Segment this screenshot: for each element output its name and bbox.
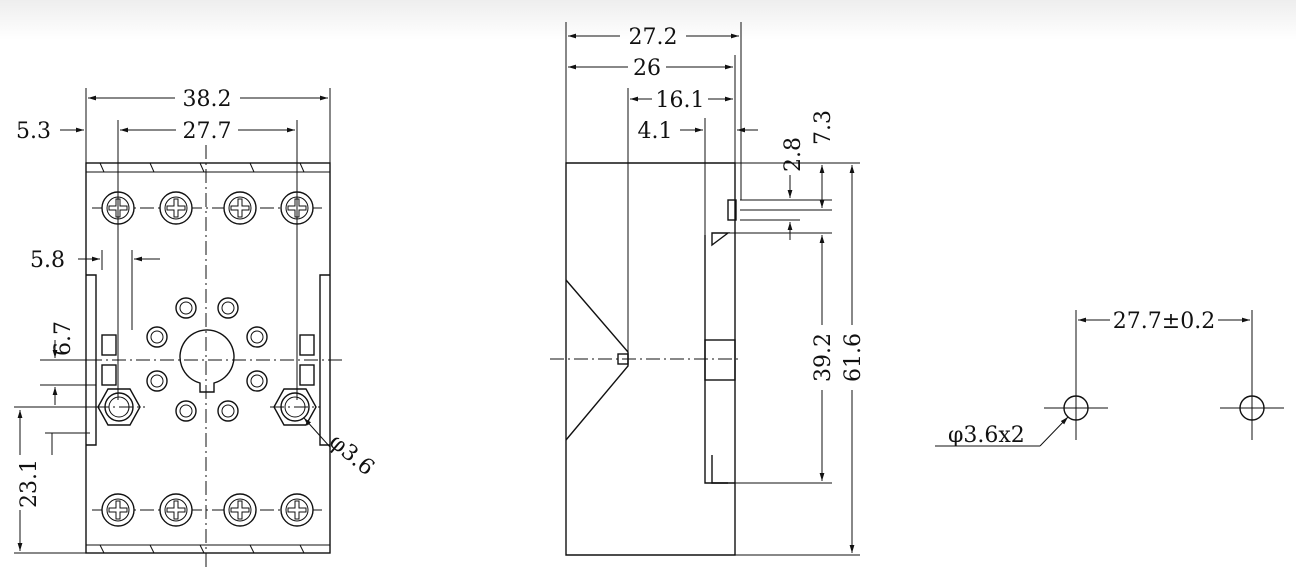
dim-total-depth: 27.2 xyxy=(629,25,678,50)
center-key-hole xyxy=(179,329,235,393)
dim-latch-depth: 16.1 xyxy=(656,88,705,113)
dim-body-depth: 26 xyxy=(633,56,661,81)
dim-rail-height: 39.2 xyxy=(811,333,836,382)
dim-slot-height: 6.7 xyxy=(51,321,76,356)
dim-side-offset: 5.3 xyxy=(16,119,51,144)
pin-socket-ring xyxy=(146,297,268,422)
mounting-pattern-view: 27.7±0.2 φ3.6x2 xyxy=(935,309,1284,448)
dim-tab-height: 2.8 xyxy=(781,137,806,172)
header-shade xyxy=(0,0,1296,40)
dim-holes: φ3.6x2 xyxy=(948,423,1025,448)
dim-rail-offset: 4.1 xyxy=(638,119,673,144)
side-view: 27.2 26 16.1 4.1 2.8 7.3 39.2 61.6 xyxy=(550,22,866,556)
mounting-hole xyxy=(273,388,317,426)
terminal-screw-icon xyxy=(159,493,193,527)
terminal-screw-icon xyxy=(280,493,314,527)
terminal-screw-icon xyxy=(223,191,257,225)
dim-hole-height: 23.1 xyxy=(17,459,42,508)
dim-slot-offset: 5.8 xyxy=(30,248,65,273)
dim-tab-offset: 7.3 xyxy=(811,110,836,145)
front-view: 38.2 27.7 5.3 5.8 6.7 23.1 φ3.6 xyxy=(14,87,379,568)
dim-overall-width: 38.2 xyxy=(183,87,232,112)
right-side-slot xyxy=(319,274,330,446)
front-body-outline xyxy=(85,162,331,554)
terminal-screw-icon xyxy=(159,191,193,225)
dim-pin-pitch: 27.7 xyxy=(183,119,232,144)
terminal-screw-icon xyxy=(223,493,257,527)
dim-hole-diameter: φ3.6 xyxy=(324,429,379,481)
dim-total-height: 61.6 xyxy=(841,333,866,382)
dim-hole-pitch: 27.7±0.2 xyxy=(1113,309,1215,334)
terminal-screw-icon xyxy=(101,493,135,527)
